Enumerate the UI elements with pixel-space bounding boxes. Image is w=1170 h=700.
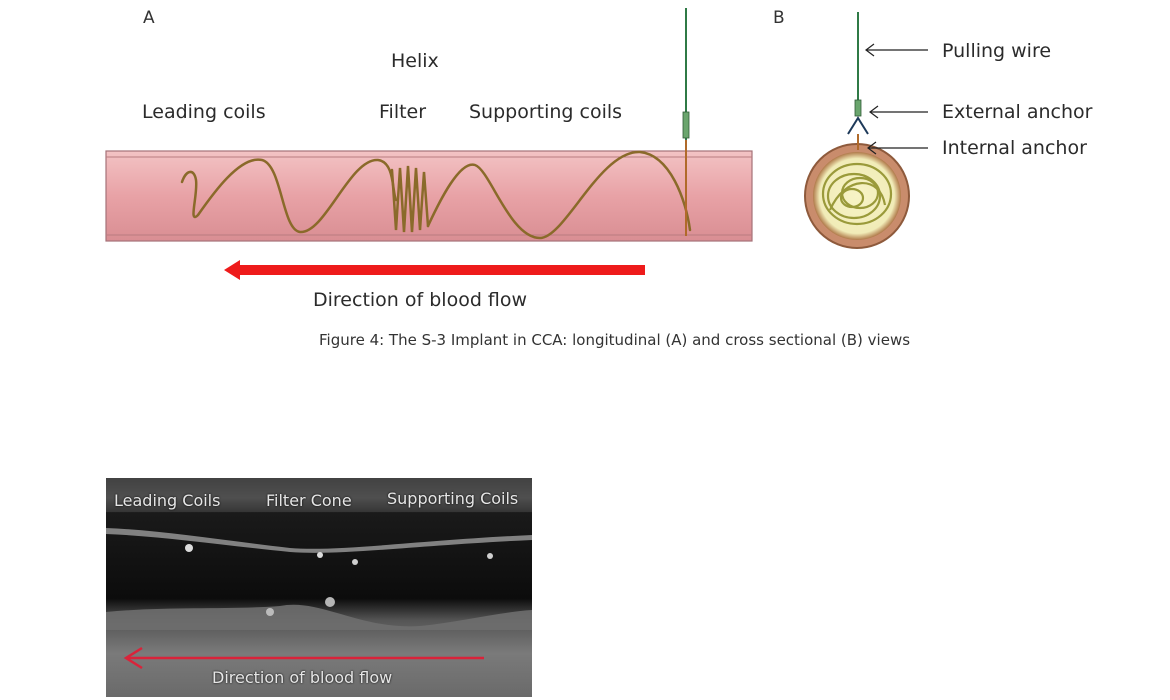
supporting-coils-label: Supporting coils	[469, 101, 623, 123]
implant-coil	[180, 150, 692, 240]
panel-b-letter: B	[773, 8, 785, 28]
external-anchor-label: External anchor	[942, 101, 1093, 123]
vessel-cross-section	[804, 143, 910, 249]
us-leading-coils-label: Leading Coils	[114, 491, 221, 510]
flow-label-a: Direction of blood flow	[313, 289, 528, 311]
figure-caption: Figure 4: The S-3 Implant in CCA: longit…	[319, 331, 911, 349]
external-anchor-b	[854, 99, 862, 117]
us-filter-cone-label: Filter Cone	[266, 491, 352, 510]
us-supporting-coils-label: Supporting Coils	[387, 489, 519, 508]
anchor-fork	[847, 116, 869, 135]
pulling-wire-label: Pulling wire	[942, 40, 1052, 62]
internal-anchor-label: Internal anchor	[942, 137, 1087, 159]
filter-label: Filter	[379, 101, 427, 123]
label-pointers	[865, 43, 928, 155]
leading-coils-label: Leading coils	[142, 101, 266, 123]
flow-arrow	[224, 260, 645, 280]
vessel-longitudinal	[105, 150, 753, 242]
us-flow-label: Direction of blood flow	[212, 668, 393, 687]
helix-label: Helix	[391, 50, 439, 72]
anchor-a	[682, 111, 690, 139]
panel-a-letter: A	[143, 8, 155, 28]
ultrasound-image	[106, 478, 532, 697]
